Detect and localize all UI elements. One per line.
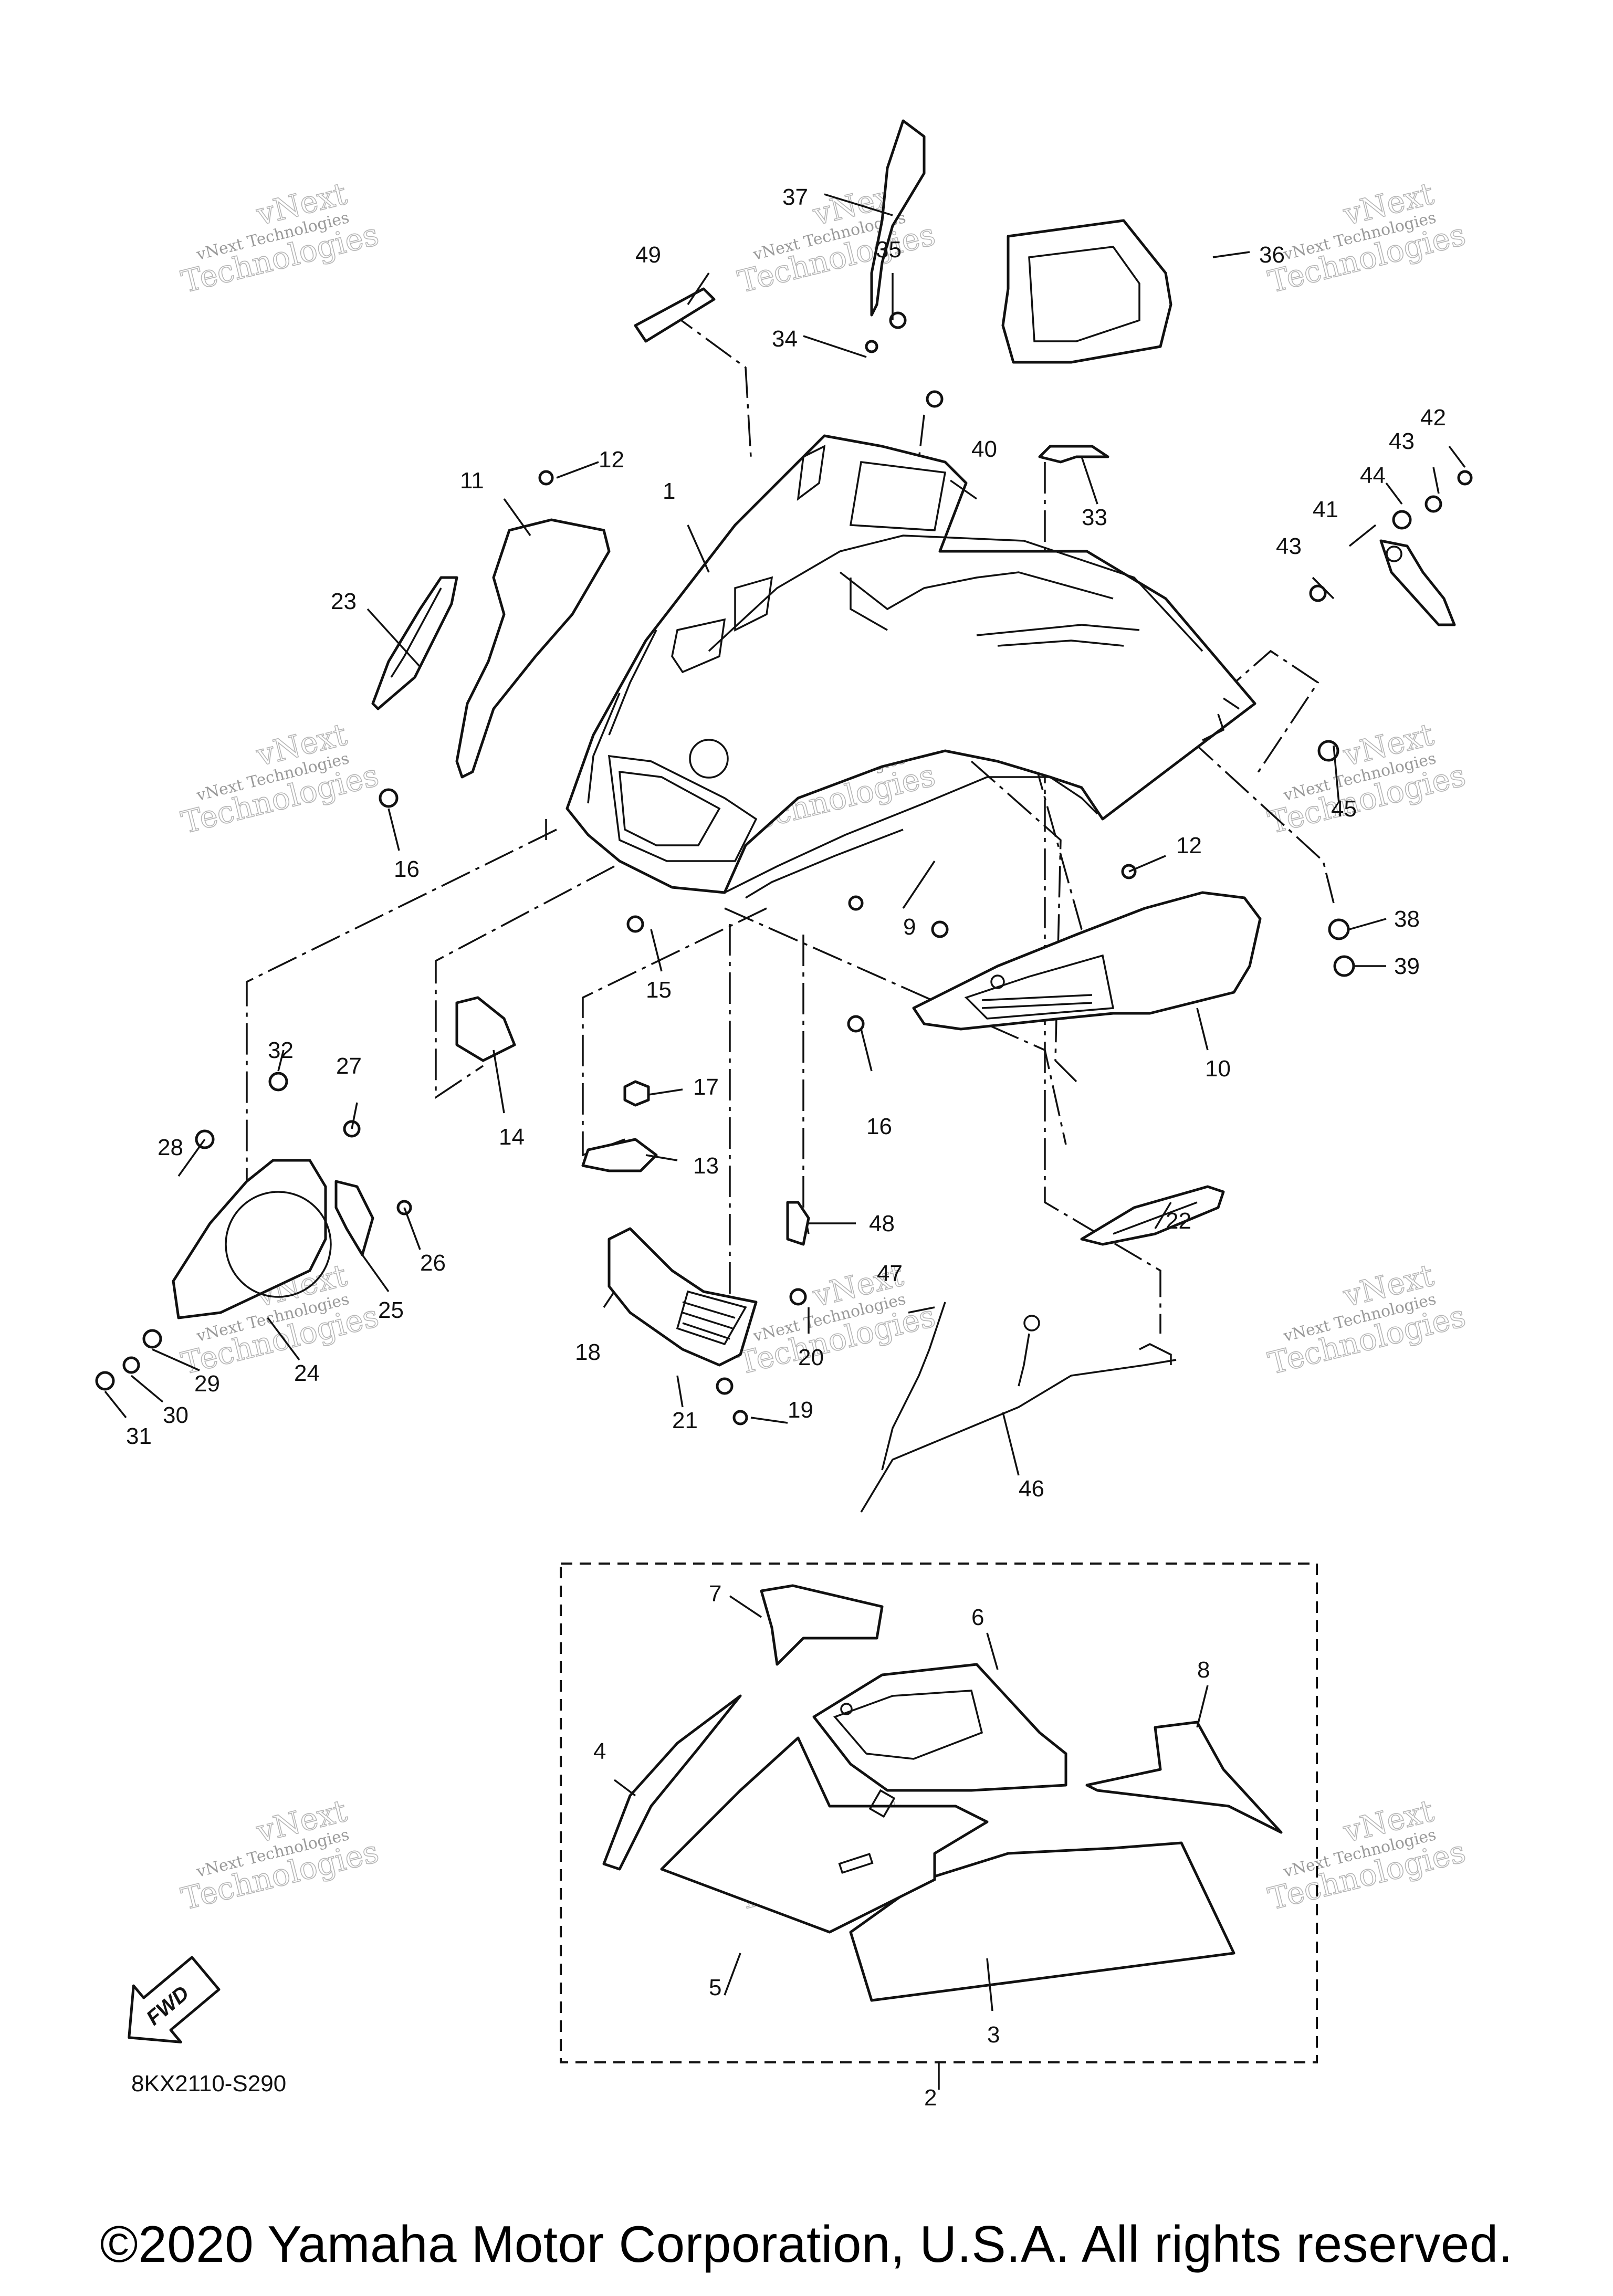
watermark: vNext vNext Technologies Technologies	[177, 716, 383, 841]
part-24-headlight-housing	[172, 1159, 332, 1319]
part-13-bracket	[581, 1138, 658, 1172]
callout-7: 7	[709, 1581, 721, 1607]
callout-3: 3	[987, 2022, 1000, 2048]
callout-10: 10	[1205, 1056, 1231, 1082]
part-47-spring	[881, 1302, 946, 1471]
callout-12: 12	[599, 447, 624, 473]
callout-48: 48	[869, 1211, 895, 1236]
callout-47: 47	[877, 1261, 903, 1286]
watermarks: vNext vNext Technologies Technologies vN…	[177, 175, 1470, 1917]
part-18-vent-grille	[608, 1227, 758, 1367]
callout-43: 43	[1389, 428, 1415, 454]
callout-9: 9	[903, 914, 916, 940]
part-49-decal	[634, 287, 716, 343]
callout-12-b: 12	[1176, 833, 1202, 858]
callout-28: 28	[158, 1135, 183, 1160]
callout-36: 36	[1259, 242, 1285, 268]
callout-29: 29	[194, 1371, 220, 1397]
callout-39: 39	[1394, 953, 1420, 979]
part-36-windshield	[1001, 219, 1172, 364]
part-17-nut	[623, 1080, 683, 1107]
callout-13: 13	[693, 1153, 719, 1179]
part-5-decal	[660, 1736, 989, 1934]
callout-31: 31	[126, 1423, 152, 1449]
callout-38: 38	[1394, 906, 1420, 932]
watermark: vNext vNext Technologies Technologies	[1264, 175, 1470, 300]
callout-37: 37	[782, 184, 808, 210]
part-8-decal	[1085, 1721, 1283, 1834]
part-41-bracket	[1379, 539, 1456, 626]
part-2-decal-kit	[560, 1563, 1318, 2090]
part-37-visor	[870, 119, 926, 317]
callout-14: 14	[499, 1124, 525, 1150]
watermark: vNext vNext Technologies Technologies	[1264, 1792, 1470, 1917]
callout-35: 35	[876, 237, 902, 263]
callout-40: 40	[971, 436, 997, 462]
part-6-decal	[812, 1663, 1067, 1792]
part-33-bracket	[1038, 445, 1109, 505]
watermark: vNext vNext Technologies Technologies	[177, 1792, 383, 1917]
callout-30: 30	[163, 1402, 188, 1428]
callout-17: 17	[693, 1074, 719, 1100]
leader-lines	[104, 193, 1466, 2011]
callout-21: 21	[672, 1408, 698, 1433]
callout-34: 34	[772, 326, 798, 352]
callout-45: 45	[1331, 796, 1357, 822]
part-11-side-cover	[455, 518, 611, 779]
callout-16-b: 16	[866, 1114, 892, 1139]
part-22-vent-cover	[1080, 1185, 1225, 1246]
part-46-cable	[860, 1315, 1177, 1513]
part-48-clip	[786, 1201, 810, 1246]
callout-15: 15	[646, 977, 672, 1003]
callout-8: 8	[1197, 1657, 1210, 1683]
fwd-arrow-icon: FWD	[128, 1956, 221, 2043]
copyright-notice: ©2020 Yamaha Motor Corporation, U.S.A. A…	[100, 2215, 1513, 2273]
callout-6: 6	[971, 1605, 984, 1630]
part-10-side-cover	[912, 891, 1262, 1031]
callout-46: 46	[1019, 1476, 1044, 1502]
callout-20: 20	[798, 1345, 824, 1370]
callout-32: 32	[268, 1037, 294, 1063]
watermark: vNext vNext Technologies Technologies	[1264, 1257, 1470, 1382]
callout-18: 18	[575, 1339, 601, 1365]
fasteners	[95, 311, 1473, 1425]
callout-27: 27	[336, 1053, 362, 1079]
callout-19: 19	[788, 1397, 813, 1423]
callout-26: 26	[420, 1250, 446, 1276]
callout-11: 11	[460, 468, 484, 494]
callout-1: 1	[663, 478, 675, 504]
callout-42: 42	[1420, 405, 1446, 431]
part-14-bracket	[455, 996, 516, 1062]
callout-24: 24	[294, 1360, 320, 1386]
watermark: vNext vNext Technologies Technologies	[734, 1257, 939, 1382]
callout-labels: 1 2 3 4 5 6 7 8 9 10 11 12 12 13 14 15 1…	[126, 184, 1446, 2111]
callout-22: 22	[1166, 1208, 1191, 1234]
callout-5: 5	[709, 1975, 721, 2000]
part-7-decal	[760, 1584, 884, 1666]
part-4-stripe-decal	[602, 1694, 742, 1871]
watermark: vNext vNext Technologies Technologies	[177, 175, 383, 300]
callout-23: 23	[331, 589, 357, 614]
callout-2: 2	[924, 2085, 937, 2111]
callout-16: 16	[394, 856, 420, 882]
callout-49: 49	[635, 242, 661, 268]
callout-44: 44	[1360, 463, 1386, 488]
part-25-headlight-bracket	[334, 1180, 374, 1256]
part-1-front-cowl	[565, 434, 1256, 899]
callout-43-b: 43	[1276, 533, 1302, 559]
diagram-code: 8KX2110-S290	[131, 2071, 286, 2096]
callout-33: 33	[1082, 505, 1107, 530]
callout-25: 25	[378, 1297, 404, 1323]
callout-4: 4	[593, 1738, 606, 1764]
part-3-decal	[849, 1841, 1235, 2002]
callout-41: 41	[1313, 497, 1338, 522]
part-23-vent-cover	[371, 576, 458, 710]
